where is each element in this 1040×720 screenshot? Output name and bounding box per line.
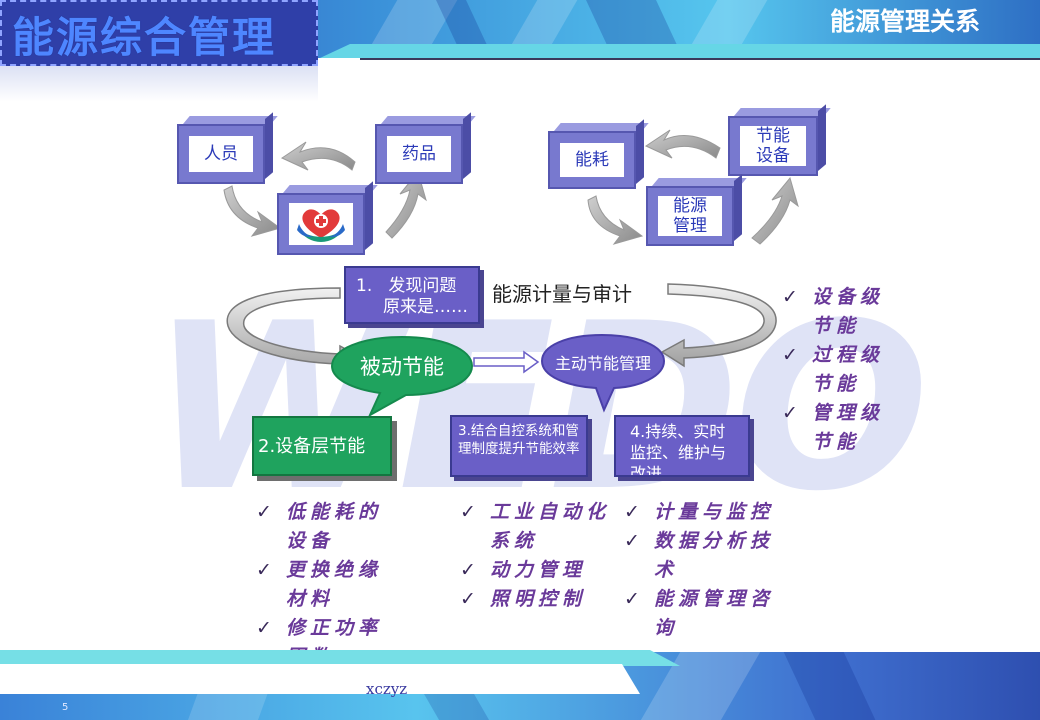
page-title: 能源综合管理 xyxy=(12,13,277,62)
arrow-logo-to-drugs xyxy=(385,170,427,239)
list-item: 管理级节能 xyxy=(782,399,892,457)
discover-problem-box: 1. 发现问题 原来是…… xyxy=(344,266,480,324)
consumption-label: 能耗 xyxy=(560,143,624,177)
management-cube: 能源 管理 xyxy=(646,186,734,246)
list-item: 照明控制 xyxy=(460,585,612,614)
list-item: 动力管理 xyxy=(460,556,612,585)
drugs-label: 药品 xyxy=(387,136,451,172)
title-reflection xyxy=(0,66,318,102)
management-label: 能源 管理 xyxy=(658,196,722,236)
people-label: 人员 xyxy=(189,136,253,172)
automation-box: 3.结合自控系统和管理制度提升节能效率 xyxy=(450,415,588,477)
ring-arrow-right xyxy=(660,283,777,368)
footer-text: xczyz xyxy=(366,680,408,698)
footer-white-strip xyxy=(0,664,640,694)
hospital-logo-cube xyxy=(277,193,365,255)
header-stripe xyxy=(320,44,1040,58)
arrow-consumption-to-management xyxy=(587,195,644,245)
list-item: 工业自动化系统 xyxy=(460,498,612,556)
list-item: 能源管理咨询 xyxy=(624,585,776,643)
equipment-checklist: 低能耗的设备 更换绝缘材料 修正功率因数 xyxy=(256,498,384,672)
passive-saving-label: 被动节能 xyxy=(360,355,444,379)
footer-stripe xyxy=(0,650,680,666)
monitoring-box: 4.持续、实时监控、维护与改进 xyxy=(614,415,750,477)
arrow-people-to-logo xyxy=(223,185,282,237)
list-item: 设备级节能 xyxy=(782,283,892,341)
arrow-drugs-to-people xyxy=(280,141,356,171)
arrow-passive-to-active xyxy=(473,350,540,374)
arrow-management-to-equipment xyxy=(751,176,799,245)
drugs-cube: 药品 xyxy=(375,124,463,184)
automation-checklist: 工业自动化系统 动力管理 照明控制 xyxy=(460,498,612,614)
audit-label: 能源计量与审计 xyxy=(492,282,632,306)
active-management-label: 主动节能管理 xyxy=(554,354,651,373)
equipment-level-box: 2.设备层节能 xyxy=(252,416,392,476)
monitoring-checklist: 计量与监控 数据分析技术 能源管理咨询 xyxy=(624,498,776,643)
equipment-cube: 节能 设备 xyxy=(728,116,818,176)
section-title: 能源管理关系 xyxy=(830,7,981,36)
active-bubble-shape xyxy=(540,333,666,413)
list-item: 更换绝缘材料 xyxy=(256,556,384,614)
passive-bubble-shape xyxy=(330,335,474,418)
list-item: 低能耗的设备 xyxy=(256,498,384,556)
people-cube: 人员 xyxy=(177,124,265,184)
list-item: 计量与监控 xyxy=(624,498,776,527)
hospital-logo-icon xyxy=(289,203,353,245)
title-box xyxy=(0,0,318,66)
right-checklist: 设备级节能 过程级节能 管理级节能 xyxy=(782,283,892,457)
header-divider xyxy=(360,58,1040,60)
list-item: 过程级节能 xyxy=(782,341,892,399)
page-number: 5 xyxy=(62,702,69,713)
equipment-label: 节能 设备 xyxy=(740,126,806,166)
arrow-equipment-to-consumption xyxy=(644,129,721,159)
consumption-cube: 能耗 xyxy=(548,131,636,189)
list-item: 数据分析技术 xyxy=(624,527,776,585)
